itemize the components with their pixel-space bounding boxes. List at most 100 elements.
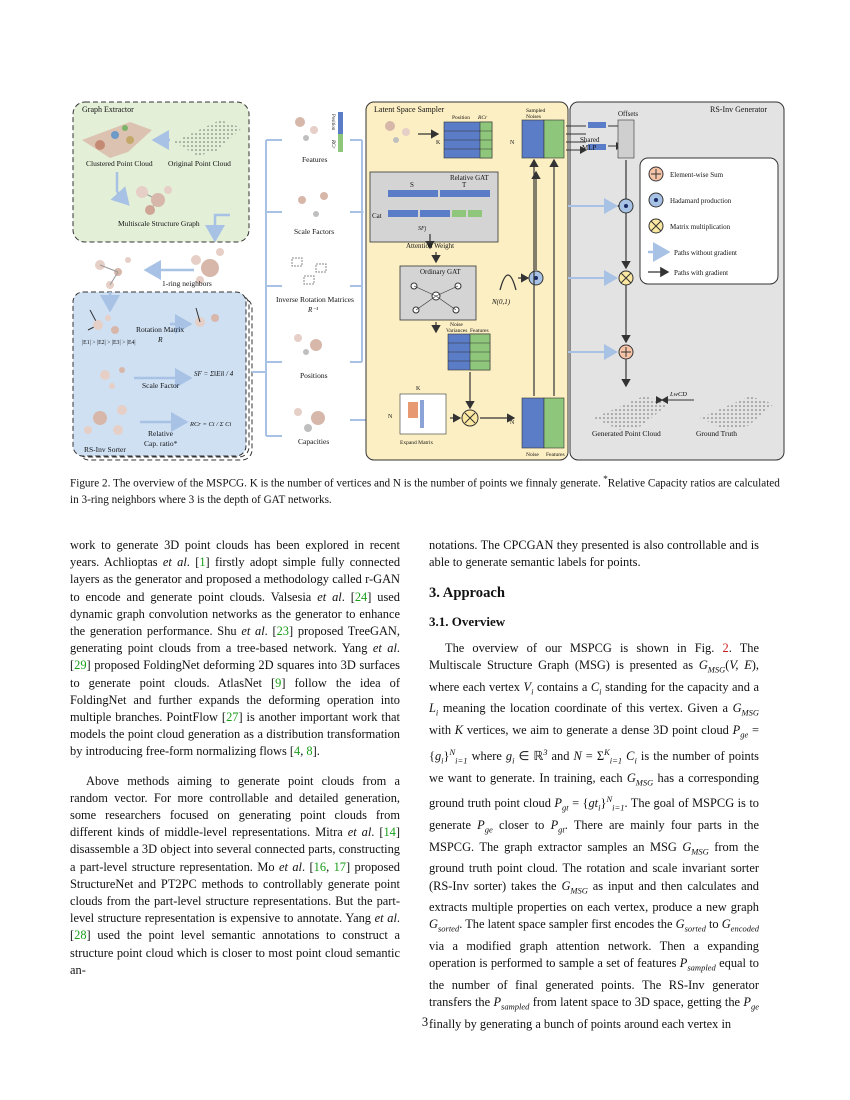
noises-label: Noises — [526, 114, 541, 120]
n-label-3: N — [510, 140, 515, 146]
gat-graph-icon — [410, 282, 462, 314]
text-run: ] follow the idea of FoldingNet and furt… — [70, 675, 400, 725]
math-subscript: sorted — [684, 923, 706, 934]
features-column — [543, 397, 565, 449]
math-superscript: N — [606, 794, 613, 805]
text-run: = { — [429, 723, 759, 763]
one-ring-label: 1-ring neighbors — [162, 279, 212, 288]
citation-link[interactable]: 23 — [276, 624, 289, 639]
noise-label-1: Noise — [450, 322, 463, 328]
right-column: notations. The CPCGAN they presented is … — [429, 537, 759, 1033]
italic-text: G — [698, 658, 708, 673]
relative-gat-label: Relative GAT — [450, 174, 489, 182]
citation-link[interactable]: 4 — [294, 744, 301, 759]
noise-label-2: Noise — [526, 452, 539, 458]
n-label-1: N — [388, 414, 393, 420]
italic-text: et al — [317, 589, 342, 604]
math-subscript: sorted — [437, 923, 460, 934]
citation-link[interactable]: 17 — [333, 859, 346, 874]
k-label: K — [436, 140, 441, 146]
mspcg-overview-figure: Graph Extractor Clustered Point Cloud Or… — [72, 101, 785, 461]
text-run: finally by generating a bunch of points … — [429, 1016, 732, 1031]
figure-ref-link[interactable]: 2 — [722, 640, 729, 655]
text-run: equal to the number of final generated p… — [429, 956, 759, 1010]
original-label: Original Point Cloud — [168, 159, 231, 168]
rotation-label: Rotation Matrix — [136, 325, 184, 334]
legend-no-grad: Paths without gradient — [674, 249, 737, 257]
math-subscript: i=1 — [455, 755, 468, 766]
italic-text: V, E — [729, 658, 752, 673]
k-label-2: K — [416, 386, 421, 392]
scale-factors-label: Scale Factors — [294, 227, 334, 236]
rotation-vectors-icon — [87, 307, 219, 334]
positions-label: Positions — [300, 371, 328, 380]
italic-text: P — [550, 817, 559, 832]
italic-text: P — [743, 995, 751, 1010]
italic-text: et al — [374, 911, 397, 926]
scale-formula: SF = Σ‖Ei‖ / 4 — [194, 370, 234, 378]
math-subscript: ge — [484, 824, 493, 835]
math-subscript: gt — [561, 802, 569, 813]
citation-link[interactable]: 28 — [74, 928, 87, 943]
attention-label: Attention Weight — [406, 242, 454, 250]
math-subscript: i — [512, 755, 515, 766]
math-subscript: encoded — [730, 923, 759, 934]
text-run: = Σ — [581, 748, 605, 763]
citation-link[interactable]: 29 — [74, 658, 87, 673]
legend-with-grad: Paths with gradient — [674, 269, 728, 277]
capacity-graph-icon — [84, 405, 127, 435]
italic-text: P — [477, 817, 485, 832]
text-run: . The goal of MSPCG is to generate — [429, 796, 759, 832]
citation-link[interactable]: 1 — [199, 555, 206, 570]
sampler-input-icon — [385, 121, 410, 143]
generated-cloud-icon — [594, 396, 668, 430]
text-run: . The latent space sampler first encodes… — [459, 917, 676, 932]
italic-text: gt — [588, 796, 599, 811]
cap-formula: RCr = Ci / Σ Ci — [189, 421, 231, 428]
italic-text: et al — [372, 641, 397, 656]
scale-vectors-icon — [100, 367, 125, 389]
text-run: ]. — [312, 744, 320, 759]
text-run: has a corresponding ground truth point c… — [429, 770, 759, 811]
text-run: ] is another important work that models … — [70, 710, 400, 759]
clustered-label: Clustered Point Cloud — [86, 159, 153, 168]
text-run: } — [600, 796, 607, 811]
feature-vector-position — [338, 112, 343, 152]
ground-truth-icon — [700, 396, 774, 430]
cap-label-1: Relative — [148, 429, 174, 438]
math-subscript: i — [531, 686, 534, 697]
text-run: ), where each vertex — [429, 658, 760, 694]
text-run: . [ — [70, 911, 401, 943]
text-run: with — [429, 723, 455, 738]
sampler-title: Latent Space Sampler — [374, 105, 445, 114]
italic-text: g — [434, 748, 442, 763]
subsection-heading: 3.1. Overview — [429, 613, 506, 629]
citation-link[interactable]: 9 — [275, 675, 282, 690]
citation-link[interactable]: 8 — [306, 744, 313, 759]
right-paragraph-0: notations. The CPCGAN they presented is … — [429, 538, 759, 570]
text-run: ] proposed StructureNet and PT2PC method… — [70, 859, 400, 926]
math-subscript: gt — [558, 824, 565, 835]
graph-extractor-title: Graph Extractor — [82, 105, 134, 114]
italic-text: et al — [278, 859, 302, 874]
ring-neighbors-icon — [95, 248, 224, 289]
caption-prefix: Figure 2. The overview of the MSPCG. K i… — [70, 477, 601, 490]
citation-link[interactable]: 27 — [226, 710, 239, 725]
shared-mlp-1: Shared — [580, 136, 600, 144]
text-run: where — [467, 748, 506, 763]
citation-link[interactable]: 24 — [354, 589, 368, 604]
t-label: T — [462, 181, 467, 189]
caption-suffix: Relative Capacity ratios are calculated … — [70, 477, 780, 506]
feature-icons — [291, 117, 328, 432]
clustered-plane-icon — [82, 122, 152, 158]
text-run: . [ — [264, 624, 277, 639]
text-run: . The Multiscale Structure Graph (MSG) i… — [429, 640, 759, 673]
citation-link[interactable]: 14 — [383, 825, 396, 840]
sampled-label: Sampled — [526, 108, 545, 114]
text-run: = { — [568, 796, 589, 811]
text-run: . [ — [341, 589, 355, 604]
text-run: meaning the location coordinate of this … — [438, 701, 733, 716]
citation-link[interactable]: 16 — [313, 859, 327, 874]
text-run: as input and then calculates and extract… — [429, 878, 759, 915]
left-column: work to generate 3D point clouds has bee… — [70, 537, 400, 979]
